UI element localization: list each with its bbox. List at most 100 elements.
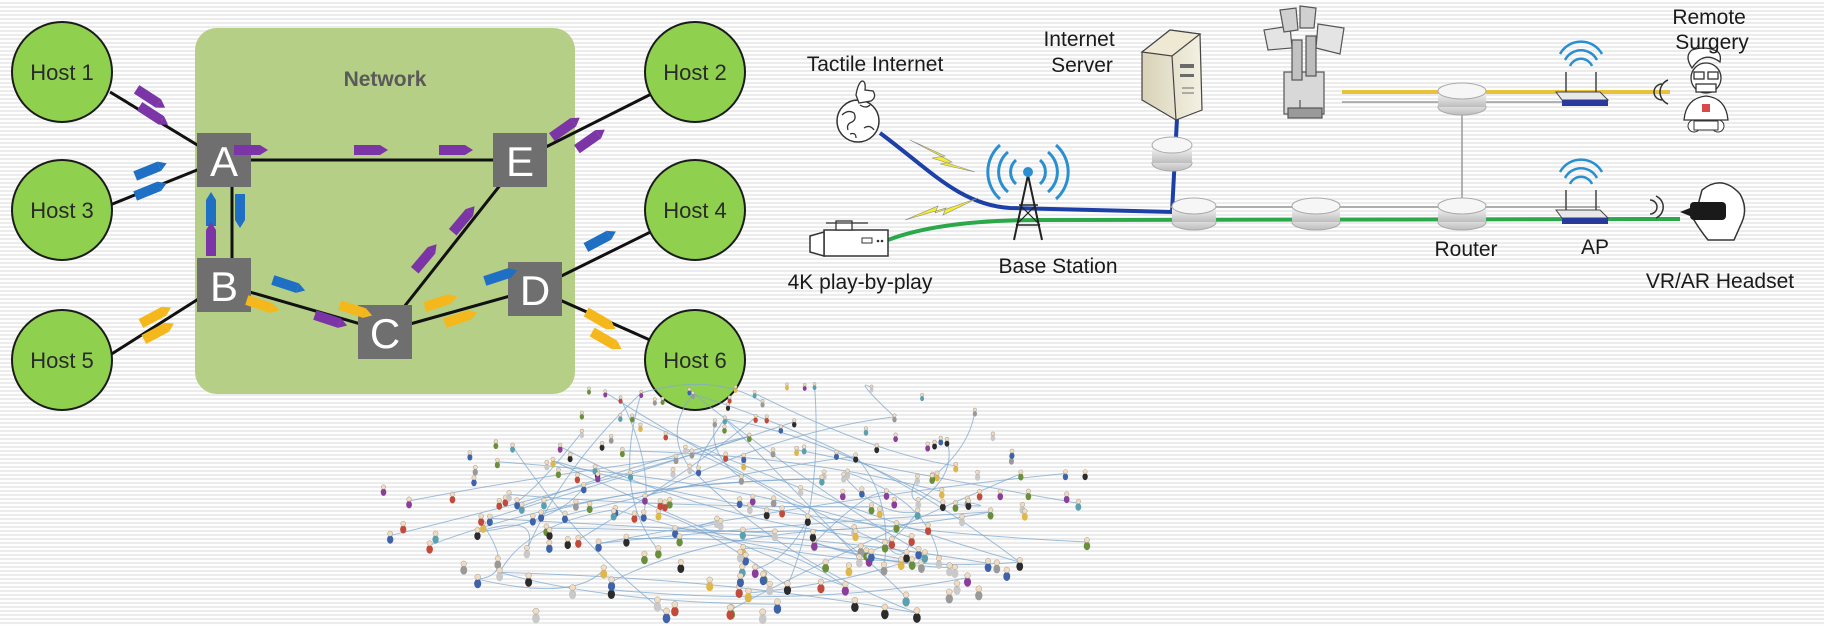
crowd-person	[671, 601, 679, 617]
crowd-person	[902, 591, 910, 607]
flow-packet-arrow	[206, 222, 216, 256]
host-label: Host 5	[30, 348, 94, 373]
crowd-person	[744, 587, 752, 603]
crowd-person	[676, 533, 683, 547]
crowd-person	[660, 396, 665, 405]
crowd-person	[603, 389, 608, 398]
crowd-person	[595, 538, 602, 552]
crowd-person	[915, 545, 922, 560]
green-link	[887, 217, 1681, 242]
crowd-thread	[526, 392, 642, 551]
crowd-person	[657, 498, 664, 511]
crowd-person	[630, 413, 635, 423]
host-node-1: Host 1	[11, 21, 113, 123]
crowd-person	[739, 526, 746, 540]
crowd-person	[467, 450, 473, 461]
crowd-thread	[918, 440, 950, 502]
crowd-person	[770, 447, 776, 458]
flow-packet-arrow	[549, 117, 580, 142]
flow-packet-arrow	[448, 206, 475, 236]
crowd-person	[945, 588, 953, 604]
crowd-person	[771, 528, 779, 542]
globe-hand-icon	[836, 80, 880, 143]
crowd-person	[1082, 469, 1088, 481]
crowd-person	[478, 513, 485, 526]
crowd-person	[689, 448, 695, 459]
crowd-person	[990, 431, 996, 442]
crowd-thread	[843, 475, 918, 514]
crowd-person	[913, 607, 921, 623]
crowd-person	[944, 436, 950, 447]
tactile-internet-diagram: Tactile Internet Internet Server Base St…	[788, 5, 1794, 294]
wireless-bolt-icon	[904, 197, 979, 221]
host-label: Host 3	[30, 198, 94, 223]
crowd-person	[546, 539, 553, 553]
crowd-person	[672, 525, 679, 539]
flow-packet-arrow	[354, 145, 388, 155]
crowd-person	[746, 502, 753, 515]
crowd-thread	[516, 431, 583, 503]
crowd-thread	[408, 457, 677, 502]
flow-packet-arrow	[589, 327, 622, 350]
crowd-thread	[931, 410, 976, 478]
remote-surgery-label: Remote Surgery	[1672, 6, 1751, 54]
crowd-person	[723, 451, 729, 462]
crowd-person	[880, 561, 888, 576]
crowd-person	[736, 549, 744, 563]
server-icon	[1140, 29, 1203, 121]
crowd-person	[722, 415, 728, 425]
crowd-person	[579, 428, 585, 439]
crowd-person	[753, 414, 758, 423]
crowd-person	[804, 513, 811, 526]
crowd-person	[706, 576, 714, 592]
crowd-person	[929, 473, 935, 485]
switch-node-a: A	[197, 133, 251, 187]
crowd-person	[494, 457, 500, 469]
crowd-person	[655, 508, 662, 521]
crowd-person	[892, 413, 897, 423]
crowd-person	[426, 540, 433, 554]
crowd-person	[529, 513, 536, 526]
crowd-person	[1018, 469, 1024, 481]
crowd-person	[474, 527, 481, 541]
wireless-waves-icon	[1653, 79, 1669, 105]
crowd-thread	[641, 383, 763, 403]
crowd-person	[794, 445, 800, 457]
crowd-thread	[847, 472, 940, 561]
crowd-person	[736, 496, 743, 509]
crowd-person	[908, 556, 916, 570]
crowd-person	[758, 608, 767, 625]
crowd-person	[925, 441, 931, 452]
flow-packet-arrow	[271, 275, 306, 293]
flow-packet-arrow	[439, 145, 473, 155]
crowd-person	[600, 564, 608, 579]
crowd-thread	[578, 416, 756, 541]
flow-packet-arrow	[133, 85, 166, 108]
crowd-person	[797, 485, 804, 497]
crowd-person	[778, 424, 784, 434]
flow-packet-arrow	[136, 102, 169, 125]
crowd-person	[557, 442, 563, 453]
crowd-person	[759, 570, 767, 586]
crowd-person	[863, 426, 869, 436]
host-node-2: Host 2	[644, 21, 746, 123]
play-by-play-label: 4K play-by-play	[788, 271, 933, 294]
crowd-person	[841, 581, 849, 596]
crowd-person	[760, 399, 765, 408]
crowd-person	[472, 464, 478, 476]
crowd-person	[586, 501, 593, 514]
crowd-person	[733, 384, 738, 393]
flow-packet-arrow	[423, 294, 458, 312]
crowd-person	[400, 520, 407, 534]
crowd-person	[851, 596, 859, 613]
crowd-person	[546, 527, 553, 540]
crowd-person	[687, 387, 692, 396]
flow-packet-arrow	[141, 322, 174, 344]
crowd-person	[888, 535, 896, 549]
crowd-person	[802, 382, 807, 391]
base-station-label: Base Station	[998, 255, 1117, 278]
crowd-person	[914, 507, 921, 520]
vr-headset-label: VR/AR Headset	[1646, 270, 1794, 293]
crowd-person	[652, 397, 657, 406]
